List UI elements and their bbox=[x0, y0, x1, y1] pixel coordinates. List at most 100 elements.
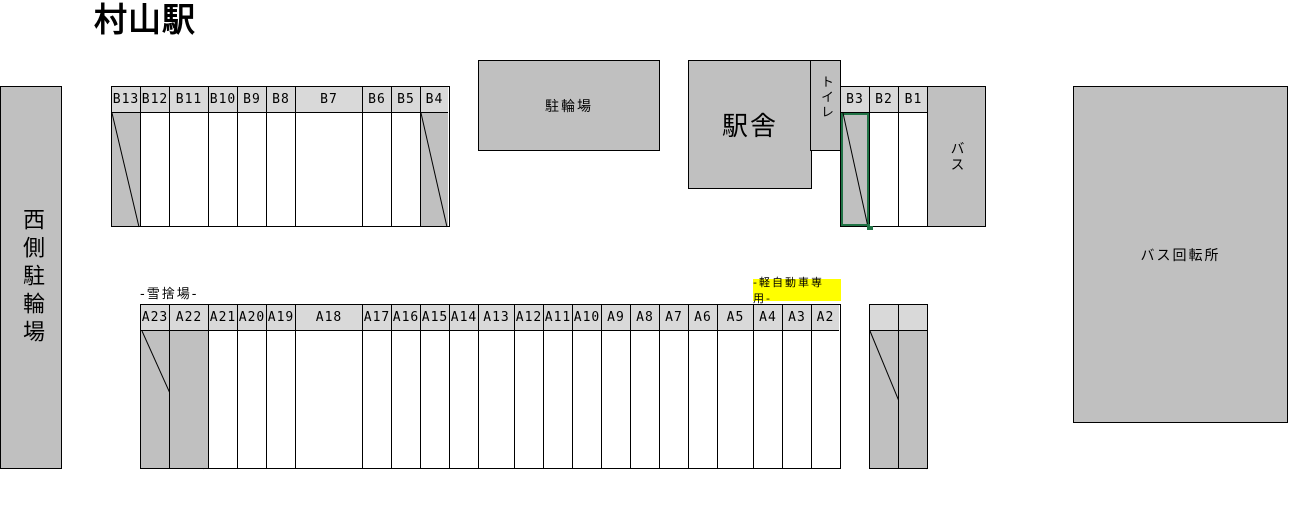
bike-parking[interactable]: 駐輪場 bbox=[478, 60, 660, 151]
slot-label: A14 bbox=[450, 305, 478, 331]
parking-slot-a18[interactable]: A18 bbox=[296, 305, 363, 468]
bus-label: バス bbox=[948, 140, 965, 173]
bus-turnaround-label: バス回転所 bbox=[1140, 247, 1221, 264]
parking-slot-unlabeled-1[interactable] bbox=[869, 305, 928, 470]
station-building-label: 駅舎 bbox=[721, 112, 778, 142]
toilet-label: トイレ bbox=[818, 75, 833, 120]
parking-slot-a8[interactable]: A8 bbox=[631, 305, 660, 468]
slot-closed bbox=[141, 330, 205, 470]
slot-label: A19 bbox=[267, 305, 295, 331]
parking-slot-b3[interactable]: B3 bbox=[841, 87, 873, 230]
toilet[interactable]: トイレ bbox=[810, 60, 841, 151]
west-bike-parking[interactable]: 西側駐輪場 bbox=[0, 86, 62, 469]
slot-label: B2 bbox=[870, 87, 898, 113]
snow-dump-label: -雪捨場- bbox=[140, 287, 199, 302]
slot-label: A9 bbox=[602, 305, 630, 331]
parking-slot-a15[interactable]: A15 bbox=[421, 305, 450, 468]
page-title: 村山駅 bbox=[94, 0, 196, 39]
slot-label: B7 bbox=[296, 87, 362, 113]
parking-slot-b5[interactable]: B5 bbox=[392, 87, 421, 226]
parking-slot-a3[interactable]: A3 bbox=[783, 305, 812, 468]
slot-label: A17 bbox=[363, 305, 391, 331]
parking-slot-a4[interactable]: A4 bbox=[754, 305, 783, 468]
parking-slot-a7[interactable]: A7 bbox=[660, 305, 689, 468]
parking-slot-a11[interactable]: A11 bbox=[544, 305, 573, 468]
parking-slot-a22[interactable]: A22 bbox=[170, 305, 209, 468]
fill-handle[interactable] bbox=[867, 224, 873, 230]
parking-slot-b12[interactable]: B12 bbox=[141, 87, 170, 226]
bus-stop[interactable]: バス bbox=[927, 86, 986, 227]
slot-label: B9 bbox=[238, 87, 266, 113]
parking-slot-a5[interactable]: A5 bbox=[718, 305, 754, 468]
slot-label: A16 bbox=[392, 305, 420, 331]
slot-closed bbox=[420, 112, 448, 228]
slot-label: A4 bbox=[754, 305, 782, 331]
slot-label: B6 bbox=[363, 87, 391, 113]
parking-slot-a21[interactable]: A21 bbox=[209, 305, 238, 468]
a-row: A23 A22 A21 A20 A19 A18 A17 A16 A15 A14 … bbox=[140, 304, 841, 470]
parking-slot-a2[interactable]: A2 bbox=[812, 305, 839, 468]
parking-slot-a9[interactable]: A9 bbox=[602, 305, 631, 468]
b-row-left: B13 B12 B11 B10 B9 B8 B7 B6 B5 B4 bbox=[111, 86, 450, 228]
slot-label: A20 bbox=[238, 305, 266, 331]
station-building[interactable]: 駅舎 bbox=[688, 60, 812, 189]
slot-label: B4 bbox=[421, 87, 448, 113]
parking-slot-b1[interactable]: B1 bbox=[899, 87, 928, 226]
slot-label: A10 bbox=[573, 305, 601, 331]
slot-label: A23 bbox=[141, 305, 169, 331]
parking-slot-a10[interactable]: A10 bbox=[573, 305, 602, 468]
parking-slot-a16[interactable]: A16 bbox=[392, 305, 421, 468]
parking-slot-b6[interactable]: B6 bbox=[363, 87, 392, 226]
parking-slot-a17[interactable]: A17 bbox=[363, 305, 392, 468]
b-row-right: B3 B2 B1 bbox=[840, 86, 929, 230]
closed-slash-icon bbox=[842, 112, 869, 228]
parking-slot-unlabeled-2[interactable] bbox=[899, 305, 927, 468]
slot-label bbox=[870, 305, 898, 331]
slot-label: A21 bbox=[209, 305, 237, 331]
parking-slot-a12[interactable]: A12 bbox=[515, 305, 544, 468]
slot-label: B12 bbox=[141, 87, 169, 113]
slot-label: A7 bbox=[660, 305, 688, 331]
selected-cell[interactable] bbox=[841, 112, 873, 230]
slot-label: B8 bbox=[267, 87, 295, 113]
parking-slot-b13[interactable]: B13 bbox=[111, 87, 141, 228]
slot-label: A6 bbox=[689, 305, 717, 331]
parking-slot-b8[interactable]: B8 bbox=[267, 87, 296, 226]
slot-label: B3 bbox=[841, 87, 869, 113]
slot-label: A12 bbox=[515, 305, 543, 331]
slot-label: A11 bbox=[544, 305, 572, 331]
parking-slot-a14[interactable]: A14 bbox=[450, 305, 479, 468]
west-bike-parking-label: 西側駐輪場 bbox=[19, 207, 44, 348]
slot-label: B10 bbox=[209, 87, 237, 113]
slot-label bbox=[899, 305, 927, 331]
closed-slash-icon bbox=[111, 112, 140, 228]
parking-slot-b10[interactable]: B10 bbox=[209, 87, 238, 226]
parking-slot-a13[interactable]: A13 bbox=[479, 305, 515, 468]
parking-slot-b9[interactable]: B9 bbox=[238, 87, 267, 226]
slot-closed bbox=[111, 112, 140, 228]
parking-slot-b4[interactable]: B4 bbox=[420, 87, 448, 228]
slot-label: A2 bbox=[812, 305, 839, 331]
slot-label: A15 bbox=[421, 305, 449, 331]
bike-parking-label: 駐輪場 bbox=[545, 98, 593, 115]
parking-slot-b7[interactable]: B7 bbox=[296, 87, 363, 226]
parking-slot-a23[interactable]: A23 bbox=[141, 305, 205, 470]
slot-label: A18 bbox=[296, 305, 362, 331]
parking-slot-b11[interactable]: B11 bbox=[170, 87, 209, 226]
a-row-right bbox=[869, 304, 928, 470]
slot-label: B5 bbox=[392, 87, 420, 113]
kei-car-only-label: -軽自動車専用- bbox=[753, 276, 841, 305]
slot-label: A8 bbox=[631, 305, 659, 331]
bus-turnaround[interactable]: バス回転所 bbox=[1073, 86, 1288, 423]
parking-slot-a19[interactable]: A19 bbox=[267, 305, 296, 468]
parking-slot-b2[interactable]: B2 bbox=[870, 87, 899, 226]
slot-label: B13 bbox=[112, 87, 140, 113]
slot-label: A3 bbox=[783, 305, 811, 331]
slot-label: A22 bbox=[170, 305, 208, 331]
parking-slot-a6[interactable]: A6 bbox=[689, 305, 718, 468]
slot-label: B11 bbox=[170, 87, 208, 113]
parking-slot-a20[interactable]: A20 bbox=[238, 305, 267, 468]
slot-label: B1 bbox=[899, 87, 928, 113]
closed-slash-icon bbox=[420, 112, 448, 228]
slot-closed bbox=[869, 330, 928, 470]
